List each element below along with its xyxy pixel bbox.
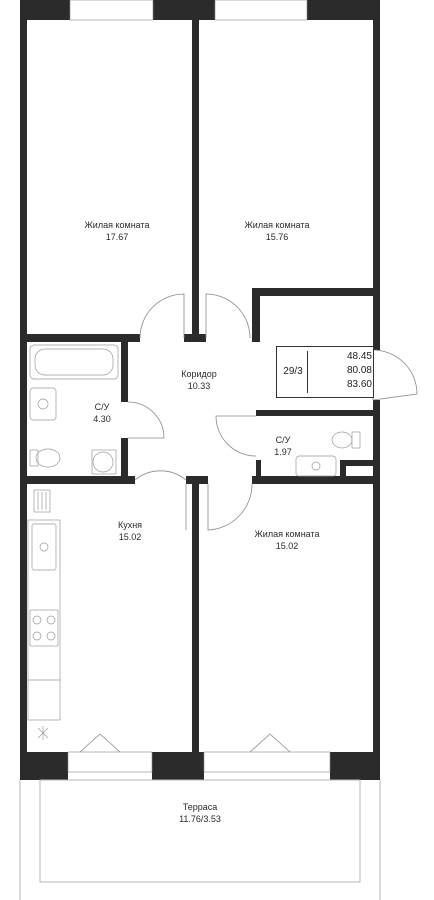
interior-walls	[27, 20, 373, 752]
room-name: С/У	[94, 402, 110, 412]
room-label-bathroom-2: С/У 1.97	[274, 434, 292, 458]
room-label-bathroom-1: С/У 4.30	[93, 401, 111, 425]
room-area: 4.30	[93, 414, 111, 424]
bathtub	[29, 344, 119, 380]
room-name: Коридор	[181, 369, 217, 379]
washer	[92, 451, 114, 473]
apartment-area-total: 80.08	[346, 365, 372, 376]
room-name: Жилая комната	[254, 529, 320, 539]
info-divider	[307, 351, 308, 393]
room-name: Кухня	[117, 520, 143, 530]
room-label-kitchen: Кухня 15.02	[118, 519, 142, 543]
outer-walls	[20, 0, 380, 780]
room-area: 11.76/3.53	[179, 814, 221, 824]
room-name: Жилая комната	[244, 220, 310, 230]
toilet-1	[35, 448, 61, 468]
stove	[29, 609, 59, 647]
room-label-living-3: Жилая комната 15.02	[254, 528, 319, 552]
room-area: 15.76	[265, 232, 289, 242]
room-label-corridor: Коридор 10.33	[181, 368, 217, 392]
terrace-outline	[19, 779, 381, 900]
kitchen-counter	[27, 519, 61, 721]
room-area: 15.02	[275, 541, 299, 551]
room-area: 17.67	[105, 232, 129, 242]
window-bottom-1	[67, 751, 153, 773]
star-mark	[37, 726, 49, 740]
apartment-unit: 29/3	[283, 366, 303, 377]
window-top-1	[69, 0, 154, 21]
apartment-area-with-terrace: 83.60	[346, 379, 372, 390]
window-bottom-2	[203, 751, 331, 773]
kitchen-sink	[31, 523, 57, 571]
apartment-areas: 48.45 80.08 83.60	[310, 350, 372, 392]
room-label-terrace: Терраса 11.76/3.53	[179, 801, 221, 825]
fixtures	[27, 344, 361, 740]
sink-2	[295, 455, 337, 477]
room-label-living-2: Жилая комната 15.76	[244, 219, 309, 243]
doors	[79, 293, 418, 753]
sink-1	[29, 387, 57, 421]
room-label-living-1: Жилая комната 17.67	[84, 219, 149, 243]
room-area: 1.97	[274, 447, 292, 457]
radiator	[33, 489, 51, 513]
apartment-area-living: 48.45	[346, 351, 372, 362]
apartment-info-box: 29/3 48.45 80.08 83.60	[276, 346, 374, 398]
room-name: Жилая комната	[84, 220, 150, 230]
window-top-2	[214, 0, 308, 21]
room-name: С/У	[275, 435, 291, 445]
toilet-2	[331, 431, 353, 449]
room-name: Терраса	[182, 802, 218, 812]
room-area: 10.33	[187, 381, 211, 391]
room-area: 15.02	[118, 532, 142, 542]
